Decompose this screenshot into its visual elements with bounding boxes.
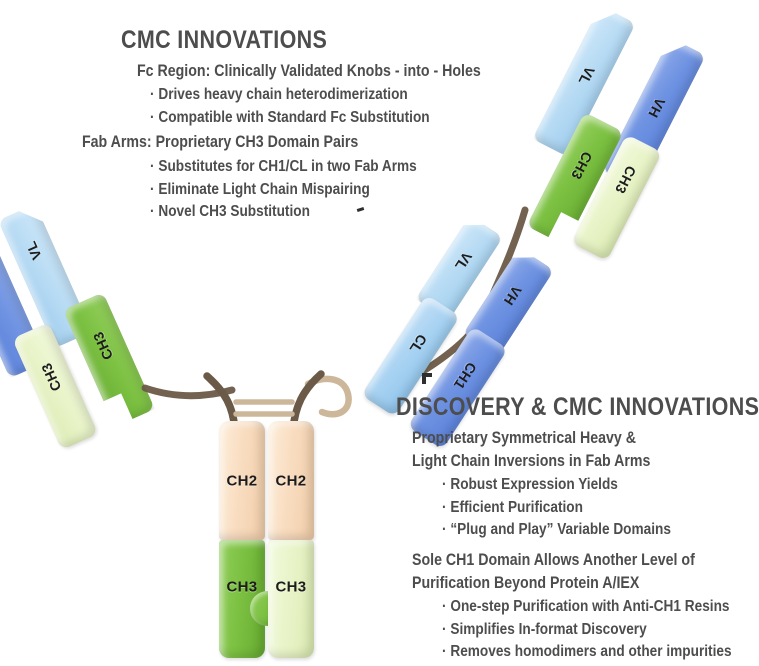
domain-label: CH3: [275, 578, 307, 596]
bullet-glyph: ·: [442, 621, 447, 638]
cmc-section-1-heading: Fc Region: Clinically Validated Knobs - …: [137, 62, 481, 80]
domain-label: CH2: [226, 472, 258, 489]
light-chain-linker-loop: [304, 375, 352, 418]
cmc-section-2-bullet-2: · Eliminate Light Chain Mispairing: [150, 181, 370, 199]
discovery-section-2-heading-line1: Sole CH1 Domain Allows Another Level of: [412, 551, 695, 569]
discovery-section-2-bullet-3: · Removes homodimers and other impuritie…: [442, 643, 732, 661]
discovery-section-1-bullet-3: · “Plug and Play” Variable Domains: [442, 521, 671, 539]
bullet-glyph: ·: [150, 181, 155, 198]
domain-body: [219, 421, 265, 540]
domain-ch2-right: CH2: [268, 421, 314, 540]
bullet-text: Removes homodimers and other impurities: [450, 643, 732, 660]
bullet-text: Efficient Purification: [450, 499, 583, 516]
cmc-section-1-bullet-2: · Compatible with Standard Fc Substituti…: [150, 109, 430, 127]
bullet-text: Robust Expression Yields: [450, 476, 618, 493]
bullet-text: Substitutes for CH1/CL in two Fab Arms: [158, 158, 417, 175]
discovery-section-1-bullet-2: · Efficient Purification: [442, 499, 583, 517]
corner-bracket-artifact: [422, 373, 432, 377]
discovery-section-1-bullet-1: · Robust Expression Yields: [442, 476, 618, 494]
discovery-panel-title: DISCOVERY & CMC INNOVATIONS: [396, 393, 759, 421]
bullet-glyph: ·: [150, 86, 155, 103]
discovery-section-1-heading-line1: Proprietary Symmetrical Heavy &: [412, 429, 637, 447]
bullet-text: Compatible with Standard Fc Substitution: [158, 109, 430, 126]
cmc-section-2-heading: Fab Arms: Proprietary CH3 Domain Pairs: [82, 133, 359, 151]
bullet-text: Eliminate Light Chain Mispairing: [158, 181, 370, 198]
cmc-section-2-bullet-1: · Substitutes for CH1/CL in two Fab Arms: [150, 158, 417, 176]
discovery-section-2-heading-line2: Purification Beyond Protein A/IEX: [412, 574, 640, 592]
domain-label: CH3: [226, 578, 258, 596]
bullet-text: Drives heavy chain heterodimerization: [158, 86, 408, 103]
domain-body: [268, 421, 314, 540]
cmc-section-1-bullet-1: · Drives heavy chain heterodimerization: [150, 86, 408, 104]
discovery-section-1-heading-line2: Light Chain Inversions in Fab Arms: [412, 452, 651, 470]
bullet-glyph: ·: [150, 109, 155, 126]
domain-label: CH2: [275, 472, 307, 489]
domain-ch3-right-hole: CH3: [268, 540, 314, 658]
bullet-glyph: ·: [442, 499, 447, 516]
bullet-glyph: ·: [442, 476, 447, 493]
bullet-glyph: ·: [442, 643, 447, 660]
bullet-text: Novel CH3 Substitution: [158, 203, 310, 220]
bullet-glyph: ·: [150, 158, 155, 175]
corner-bracket-artifact-stem: [422, 373, 426, 384]
bullet-text: One-step Purification with Anti-CH1 Resi…: [450, 598, 730, 615]
bullet-text: “Plug and Play” Variable Domains: [450, 521, 671, 538]
cmc-panel-title: CMC INNOVATIONS: [121, 26, 328, 54]
bullet-glyph: ·: [442, 598, 447, 615]
domain-body: [268, 540, 314, 658]
discovery-section-2-bullet-1: · One-step Purification with Anti-CH1 Re…: [442, 598, 729, 616]
domain-ch2-left: CH2: [219, 421, 265, 540]
bullet-text: Simplifies In-format Discovery: [450, 621, 647, 638]
discovery-section-2-bullet-2: · Simplifies In-format Discovery: [442, 621, 647, 639]
cmc-section-2-bullet-3: · Novel CH3 Substitution: [150, 203, 310, 221]
bullet-glyph: ·: [150, 203, 155, 220]
bullet-glyph: ·: [442, 521, 447, 538]
